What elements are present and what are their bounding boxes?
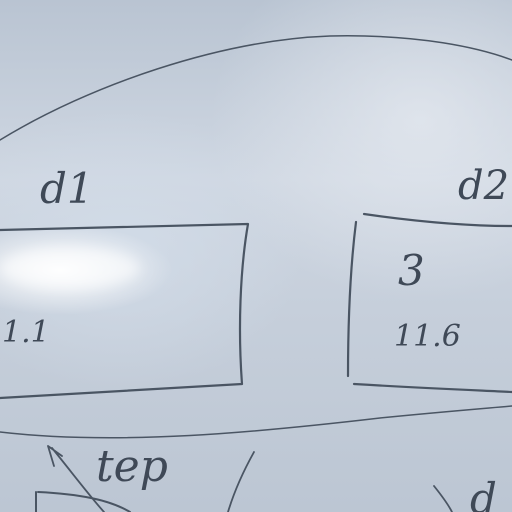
box-label-d2: d2 bbox=[458, 163, 510, 209]
bottom-right-arrow bbox=[433, 485, 453, 512]
bottom-left-box-edge bbox=[35, 491, 131, 512]
bottom-label: tep bbox=[96, 441, 168, 492]
bottom-left-arrow bbox=[47, 445, 105, 512]
bottom-center-line bbox=[227, 451, 255, 512]
left-box-value: 1.1 bbox=[2, 315, 50, 350]
light-glare bbox=[0, 248, 140, 288]
bottom-arc-line bbox=[0, 405, 512, 439]
right-box-bottom-value: 11.6 bbox=[394, 319, 461, 354]
box-label-d1: d1 bbox=[40, 164, 94, 213]
top-arc-line bbox=[0, 35, 512, 141]
left-box-outline bbox=[0, 222, 250, 400]
right-box-top-value: 3 bbox=[398, 246, 425, 295]
bottom-right-label: d bbox=[470, 474, 497, 512]
right-box-outline bbox=[346, 212, 512, 394]
